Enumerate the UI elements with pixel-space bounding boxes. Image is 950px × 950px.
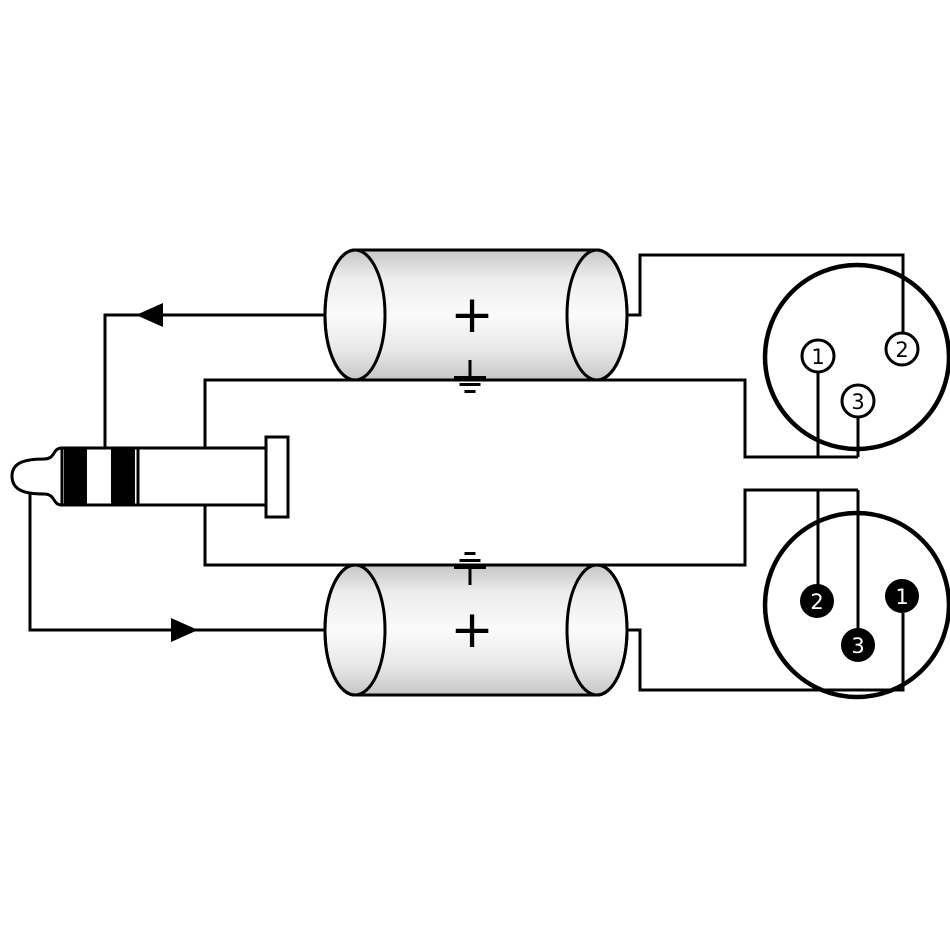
- xlr-top-pin-2-label: 2: [895, 338, 908, 362]
- jack-insulator-band-2: [111, 449, 135, 504]
- jack-flange: [264, 435, 290, 519]
- xlr-bottom-pin-3: [841, 628, 875, 662]
- jack-insulator-band-1: [64, 449, 87, 504]
- xlr-top-pin-3-label: 3: [851, 390, 864, 414]
- bottom-cable-core-plus: +: [450, 600, 494, 660]
- trs-jack-plug: [10, 435, 290, 519]
- wire-tip-to-bottom-cable: [28, 492, 325, 632]
- jack-sleeve: [136, 446, 270, 507]
- xlr-bottom-pin-2: [800, 584, 834, 618]
- xlr-bottom-pin-2-label: 2: [810, 590, 823, 614]
- top-cable-core-plus: +: [450, 285, 494, 345]
- wires: [28, 253, 905, 692]
- xlr-top-pin-1-label: 1: [811, 345, 824, 369]
- xlr-top-pin-2: [884, 331, 920, 367]
- xlr-bottom-pin-1-label: 1: [895, 585, 908, 609]
- arrow-right-icon: [171, 618, 198, 642]
- top-shield-ground-icon: [454, 360, 486, 393]
- bottom-shield-ground-icon: [454, 552, 486, 585]
- wire-sleeve-ground-top-bus: [203, 372, 860, 459]
- xlr-top-pin-3: [840, 383, 876, 419]
- arrow-left-icon: [136, 303, 163, 327]
- wire-ring-to-top-cable: [103, 313, 325, 448]
- wire-top-cable-to-xlr-pin2: [627, 253, 905, 334]
- xlr-bottom-pin-1: [885, 579, 919, 613]
- xlr-top-pins: 1 2 3: [800, 331, 920, 419]
- xlr-bottom-pins: 2 1 3: [800, 579, 919, 662]
- wire-sleeve-ground-bottom-bus: [203, 488, 860, 629]
- jack-tip: [10, 446, 64, 507]
- xlr-bottom-pin-3-label: 3: [851, 634, 864, 658]
- xlr-top-pin-1: [800, 338, 836, 374]
- wire-bottom-cable-to-xlr-pin1: [627, 613, 905, 692]
